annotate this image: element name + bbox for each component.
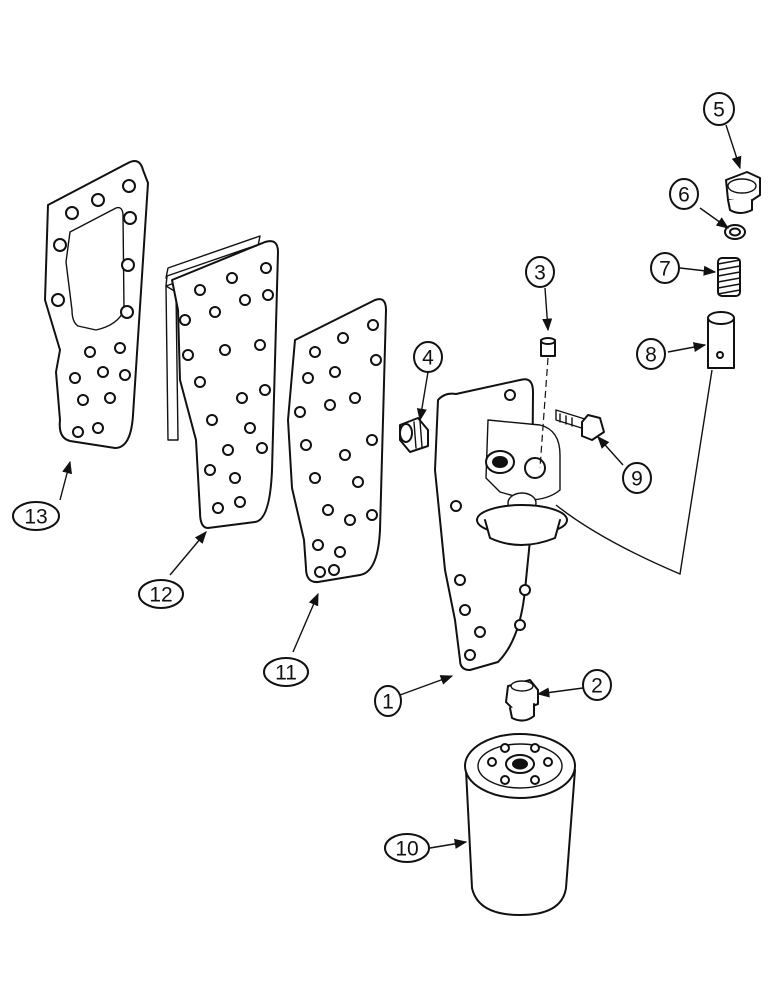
callout-2: 2 [582, 669, 612, 701]
callout-1: 1 [374, 685, 402, 717]
callout-7-label: 7 [659, 258, 671, 281]
callout-10-label: 10 [395, 838, 418, 861]
gasket-part-13 [44, 160, 149, 449]
housing-part-1 [434, 378, 568, 671]
callout-4: 4 [413, 341, 443, 373]
callout-12: 12 [138, 579, 184, 609]
callout-3: 3 [525, 256, 555, 288]
assembly-guide-lines [539, 357, 713, 575]
callout-5-label: 5 [713, 99, 725, 122]
fitting-part-3 [540, 337, 556, 357]
callout-2-label: 2 [591, 675, 603, 698]
callout-11: 11 [263, 657, 309, 687]
filter-part-10 [464, 733, 576, 916]
o-ring-part-6 [724, 224, 746, 240]
valve-part-8 [707, 311, 735, 369]
callout-3-label: 3 [534, 262, 546, 285]
callout-12-label: 12 [149, 584, 172, 607]
callout-11-label: 11 [275, 662, 297, 685]
leader-arrows [59, 124, 742, 849]
callout-5: 5 [703, 92, 735, 126]
callout-4-label: 4 [422, 347, 434, 370]
callout-10: 10 [384, 833, 430, 863]
plug-part-4 [399, 417, 429, 453]
callout-9: 9 [622, 462, 652, 494]
gasket-part-11 [287, 298, 387, 584]
callout-9-label: 9 [631, 468, 643, 491]
callout-6-label: 6 [678, 184, 690, 207]
callout-13-label: 13 [24, 506, 47, 529]
callout-8-label: 8 [645, 344, 657, 367]
bolt-part-9 [555, 409, 605, 441]
callout-13: 13 [12, 501, 60, 531]
callout-1-label: 1 [382, 691, 394, 714]
callout-6: 6 [669, 178, 699, 210]
callout-8: 8 [636, 338, 666, 370]
plug-part-5 [725, 171, 761, 214]
adapter-part-2 [505, 679, 539, 722]
callout-7: 7 [650, 252, 680, 284]
spring-part-7 [717, 257, 741, 297]
cooler-core-part-12 [165, 235, 279, 529]
